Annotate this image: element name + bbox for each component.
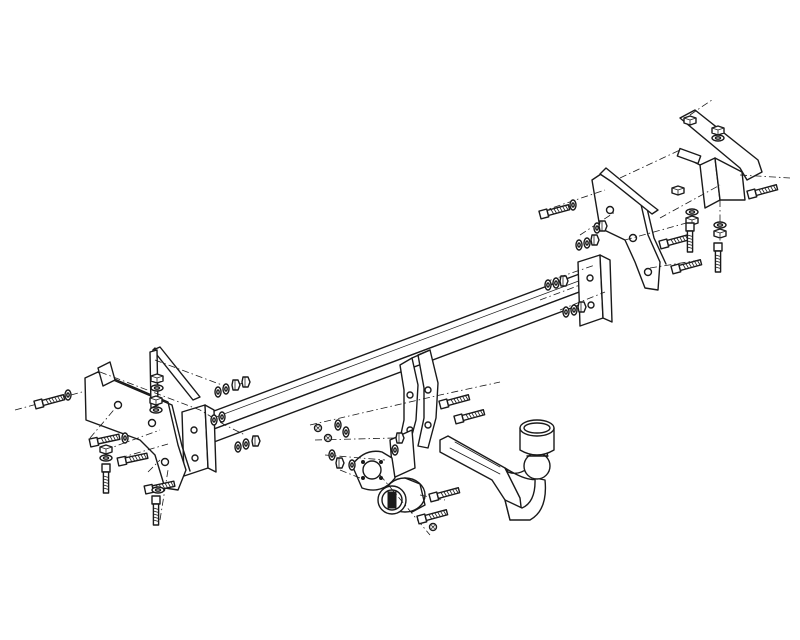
crossbar-tube [189, 269, 599, 449]
washer-icon [151, 486, 165, 494]
nut-icon [598, 220, 608, 232]
nut-icon [149, 395, 163, 406]
left-side-bracket [84, 361, 191, 491]
nut-icon [241, 376, 251, 388]
washer-icon [562, 306, 570, 318]
washer-icon [711, 134, 725, 142]
washer-icon [64, 389, 72, 401]
washer-icon [570, 304, 578, 316]
nut-icon [99, 444, 113, 455]
bolt-icon [658, 232, 691, 250]
washer-icon [121, 432, 129, 444]
washer-icon [214, 386, 222, 398]
nut-icon [395, 432, 405, 444]
bolt-icon [453, 407, 486, 425]
towball-cap [519, 419, 555, 456]
bolt-icon [101, 463, 111, 494]
washer-icon [210, 414, 218, 426]
bolt-icon [746, 182, 779, 200]
nut-icon [590, 234, 600, 246]
washer-icon [149, 406, 163, 414]
nut-icon [671, 185, 685, 196]
stud-icon [313, 423, 323, 433]
bolt-icon [538, 202, 571, 220]
washer-icon [391, 444, 399, 456]
stud-icon [323, 433, 333, 443]
washer-icon [348, 459, 356, 471]
bolt-icon [151, 495, 161, 526]
nut-icon [231, 379, 241, 391]
washer-icon [334, 419, 342, 431]
nut-icon [559, 275, 569, 287]
washer-icon [342, 426, 350, 438]
washer-icon [99, 454, 113, 462]
nut-icon [577, 301, 587, 313]
bolt-icon [438, 392, 471, 410]
washer-icon [685, 208, 699, 216]
nut-icon [251, 435, 261, 447]
bolt-icon [116, 451, 149, 467]
washer-icon [150, 384, 164, 392]
towball-neck [439, 435, 551, 521]
washer-icon [552, 277, 560, 289]
washer-icon [569, 199, 577, 211]
electrical-socket [377, 477, 426, 515]
washer-icon [222, 383, 230, 395]
nut-icon [335, 457, 345, 469]
washer-icon [218, 411, 226, 423]
stud-icon [428, 522, 438, 532]
bolt-icon [685, 222, 695, 253]
nut-icon [713, 228, 727, 239]
left-mounting-plate [181, 404, 217, 477]
nut-icon [711, 125, 725, 136]
washer-icon [544, 279, 552, 291]
washer-icon [575, 239, 583, 251]
right-upper-plate [676, 109, 763, 209]
nut-icon [683, 115, 697, 126]
bolt-icon [670, 257, 703, 275]
right-side-bracket [591, 167, 667, 291]
washer-icon [242, 438, 250, 450]
center-bracket [397, 349, 439, 451]
nut-icon [150, 373, 164, 384]
bolt-icon [33, 392, 66, 410]
bolt-icon [713, 242, 723, 273]
washer-icon [583, 237, 591, 249]
washer-icon [713, 221, 727, 229]
bolt-icon [416, 507, 449, 525]
washer-icon [234, 441, 242, 453]
washer-icon [328, 449, 336, 461]
right-mounting-plate [577, 254, 613, 327]
